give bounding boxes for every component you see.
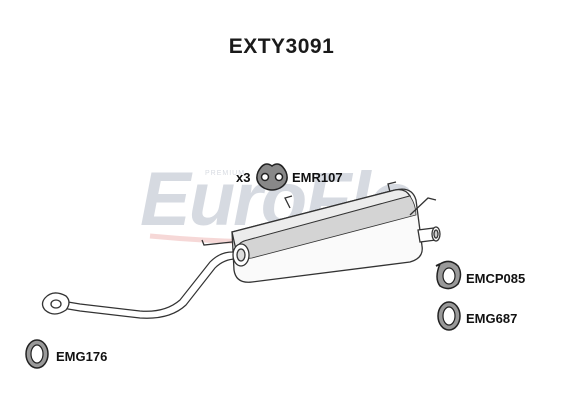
part-number-title: EXTY3091 (228, 35, 335, 58)
front-pipe (61, 250, 245, 319)
tailpipe (417, 226, 441, 243)
front-flange (41, 292, 70, 315)
part-label-emcp085: EMCP085 (466, 271, 526, 286)
part-label-emg687: EMG687 (466, 311, 518, 326)
gasket-emg687-icon (437, 301, 461, 331)
part-label-emr107: EMR107 (292, 170, 343, 185)
hanger-rods (201, 181, 437, 246)
silencer-box (231, 188, 423, 283)
gasket-emg176-icon (25, 339, 49, 369)
part-label-emg176: EMG176 (56, 349, 108, 364)
clamp-icon (435, 260, 462, 290)
svg-text:PREMIUM: PREMIUM (205, 170, 245, 177)
rubber-mount-icon (256, 163, 288, 191)
mount-quantity-label: x3 (236, 170, 251, 185)
